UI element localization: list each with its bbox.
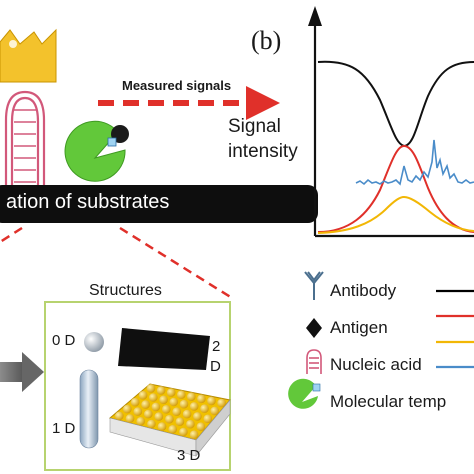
gold-nanoparticle (162, 405, 171, 414)
gold-nanoparticle (141, 400, 150, 409)
gold-nanoparticle (157, 422, 167, 431)
target-linker-icon (107, 137, 117, 147)
gold-nanoparticle (196, 422, 206, 432)
sphere-0d-icon (84, 332, 104, 352)
gold-nanoparticle (179, 427, 188, 437)
crown-jewel (9, 40, 17, 48)
gold-nanoparticle (197, 394, 206, 404)
substrate-label: ation of substrates (6, 191, 170, 213)
array-3d-balls (115, 384, 226, 440)
gold-nanoparticle (125, 414, 135, 423)
dim-0d-label: 0 D (52, 332, 76, 349)
gold-nanoparticle (154, 412, 164, 421)
measured-signals-arrowhead (246, 86, 280, 120)
gold-nanoparticle (159, 395, 168, 405)
sheet-2d-icon (118, 328, 210, 370)
crown-icon (0, 28, 57, 83)
legend-nucleic-acid-label: Nucleic acid (330, 355, 422, 374)
gold-nanoparticle (172, 407, 181, 417)
gold-nanoparticle (165, 414, 174, 424)
gold-nanoparticle (151, 402, 161, 412)
gold-nanoparticle (203, 414, 213, 424)
gold-nanoparticle (147, 419, 156, 429)
dim-2d-label-top: 2 (212, 338, 221, 355)
curve-black (317, 60, 474, 148)
signal-label-line1: Signal (228, 116, 281, 137)
gold-nanoparticle (149, 393, 158, 402)
gold-nanoparticle (182, 409, 192, 419)
gold-nanoparticle (136, 417, 145, 426)
gold-nanoparticle (115, 411, 124, 421)
gold-nanoparticle (177, 390, 186, 400)
gold-nanoparticle (156, 386, 166, 395)
gold-nanoparticle (210, 406, 219, 416)
curve-red (317, 144, 474, 233)
curve-yellow (317, 195, 474, 234)
measured-signals-label: Measured signals (122, 78, 232, 93)
zoom-line-right (119, 226, 233, 300)
gold-nanoparticle (217, 398, 226, 408)
gold-nanoparticle (166, 388, 176, 397)
zoom-line-left (0, 226, 23, 244)
y-axis-arrowhead (308, 6, 322, 26)
legend-molecular-template-label: Molecular temp (330, 392, 447, 411)
gold-nanoparticle (146, 384, 156, 393)
antibody-icon (304, 271, 324, 300)
panel-b-label: (b) (251, 26, 282, 55)
gold-nanoparticle (186, 419, 195, 429)
dim-1d-label: 1 D (52, 420, 76, 437)
substrate-bar (0, 185, 318, 223)
grey-arrow-body (0, 362, 22, 382)
gold-nanoparticle (175, 417, 185, 427)
gold-nanoparticle (189, 402, 199, 411)
nucleic-acid-legend-icon (306, 349, 322, 374)
signal-label-line2: intensity (228, 141, 298, 162)
dim-3d-label: 3 D (177, 447, 201, 464)
molecular-template-icon (64, 120, 126, 182)
legend-antibody-label: Antibody (330, 281, 397, 300)
gold-nanoparticle (130, 397, 140, 407)
molecular-template-legend-icon (288, 378, 318, 409)
legend-antigen-label: Antigen (330, 318, 388, 337)
signal-plot-axes (313, 20, 474, 238)
curve-blue (355, 139, 474, 186)
gold-nanoparticle (200, 404, 209, 414)
gold-nanoparticle (187, 392, 196, 402)
gold-nanoparticle (144, 409, 153, 419)
dim-2d-label-bottom: D (210, 358, 221, 375)
gold-nanoparticle (133, 407, 143, 416)
gold-nanoparticle (179, 399, 189, 409)
grey-arrow-head (22, 352, 44, 392)
molecular-template-legend-linker (312, 383, 321, 392)
rod-1d-icon (79, 369, 99, 449)
structures-title: Structures (89, 282, 162, 299)
gold-nanoparticle (207, 396, 216, 406)
gold-nanoparticle (193, 412, 202, 421)
gold-nanoparticle (168, 425, 177, 434)
gold-nanoparticle (123, 404, 132, 414)
antigen-icon (306, 318, 322, 338)
gold-nanoparticle (189, 430, 199, 440)
gold-nanoparticle (169, 397, 179, 407)
gold-nanoparticle (138, 391, 148, 400)
